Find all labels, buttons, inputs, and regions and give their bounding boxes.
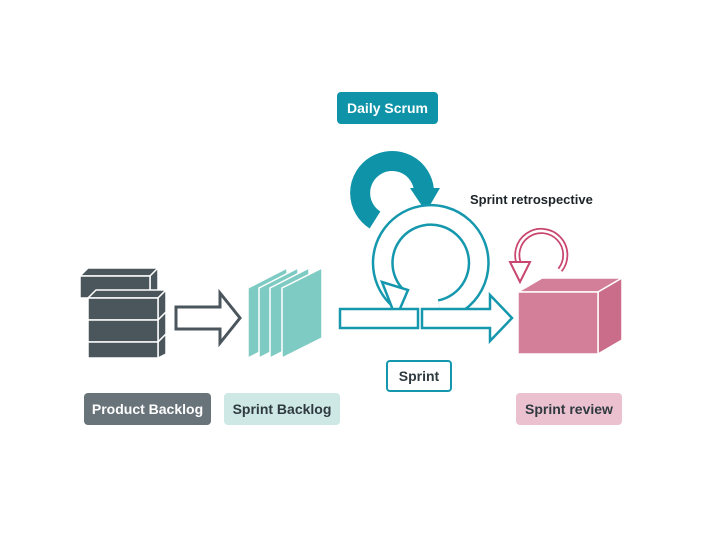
sprint-cycle-arrow-icon	[338, 203, 514, 345]
daily-scrum-circular-arrow-icon	[350, 150, 440, 229]
sprint-review-label: Sprint review	[516, 393, 622, 425]
product-backlog-bricks-icon	[78, 266, 168, 360]
sprint-retrospective-label: Sprint retrospective	[470, 192, 593, 207]
sprint-backlog-label: Sprint Backlog	[224, 393, 340, 425]
sprint-retrospective-arrow-icon	[508, 228, 569, 285]
sprint-review-cube-icon	[515, 276, 625, 356]
product-backlog-label: Product Backlog	[84, 393, 211, 425]
outline-arrow-icon	[174, 288, 242, 348]
sprint-backlog-sheets-icon	[247, 266, 323, 360]
daily-scrum-label: Daily Scrum	[337, 92, 438, 124]
sprint-label: Sprint	[386, 360, 452, 392]
